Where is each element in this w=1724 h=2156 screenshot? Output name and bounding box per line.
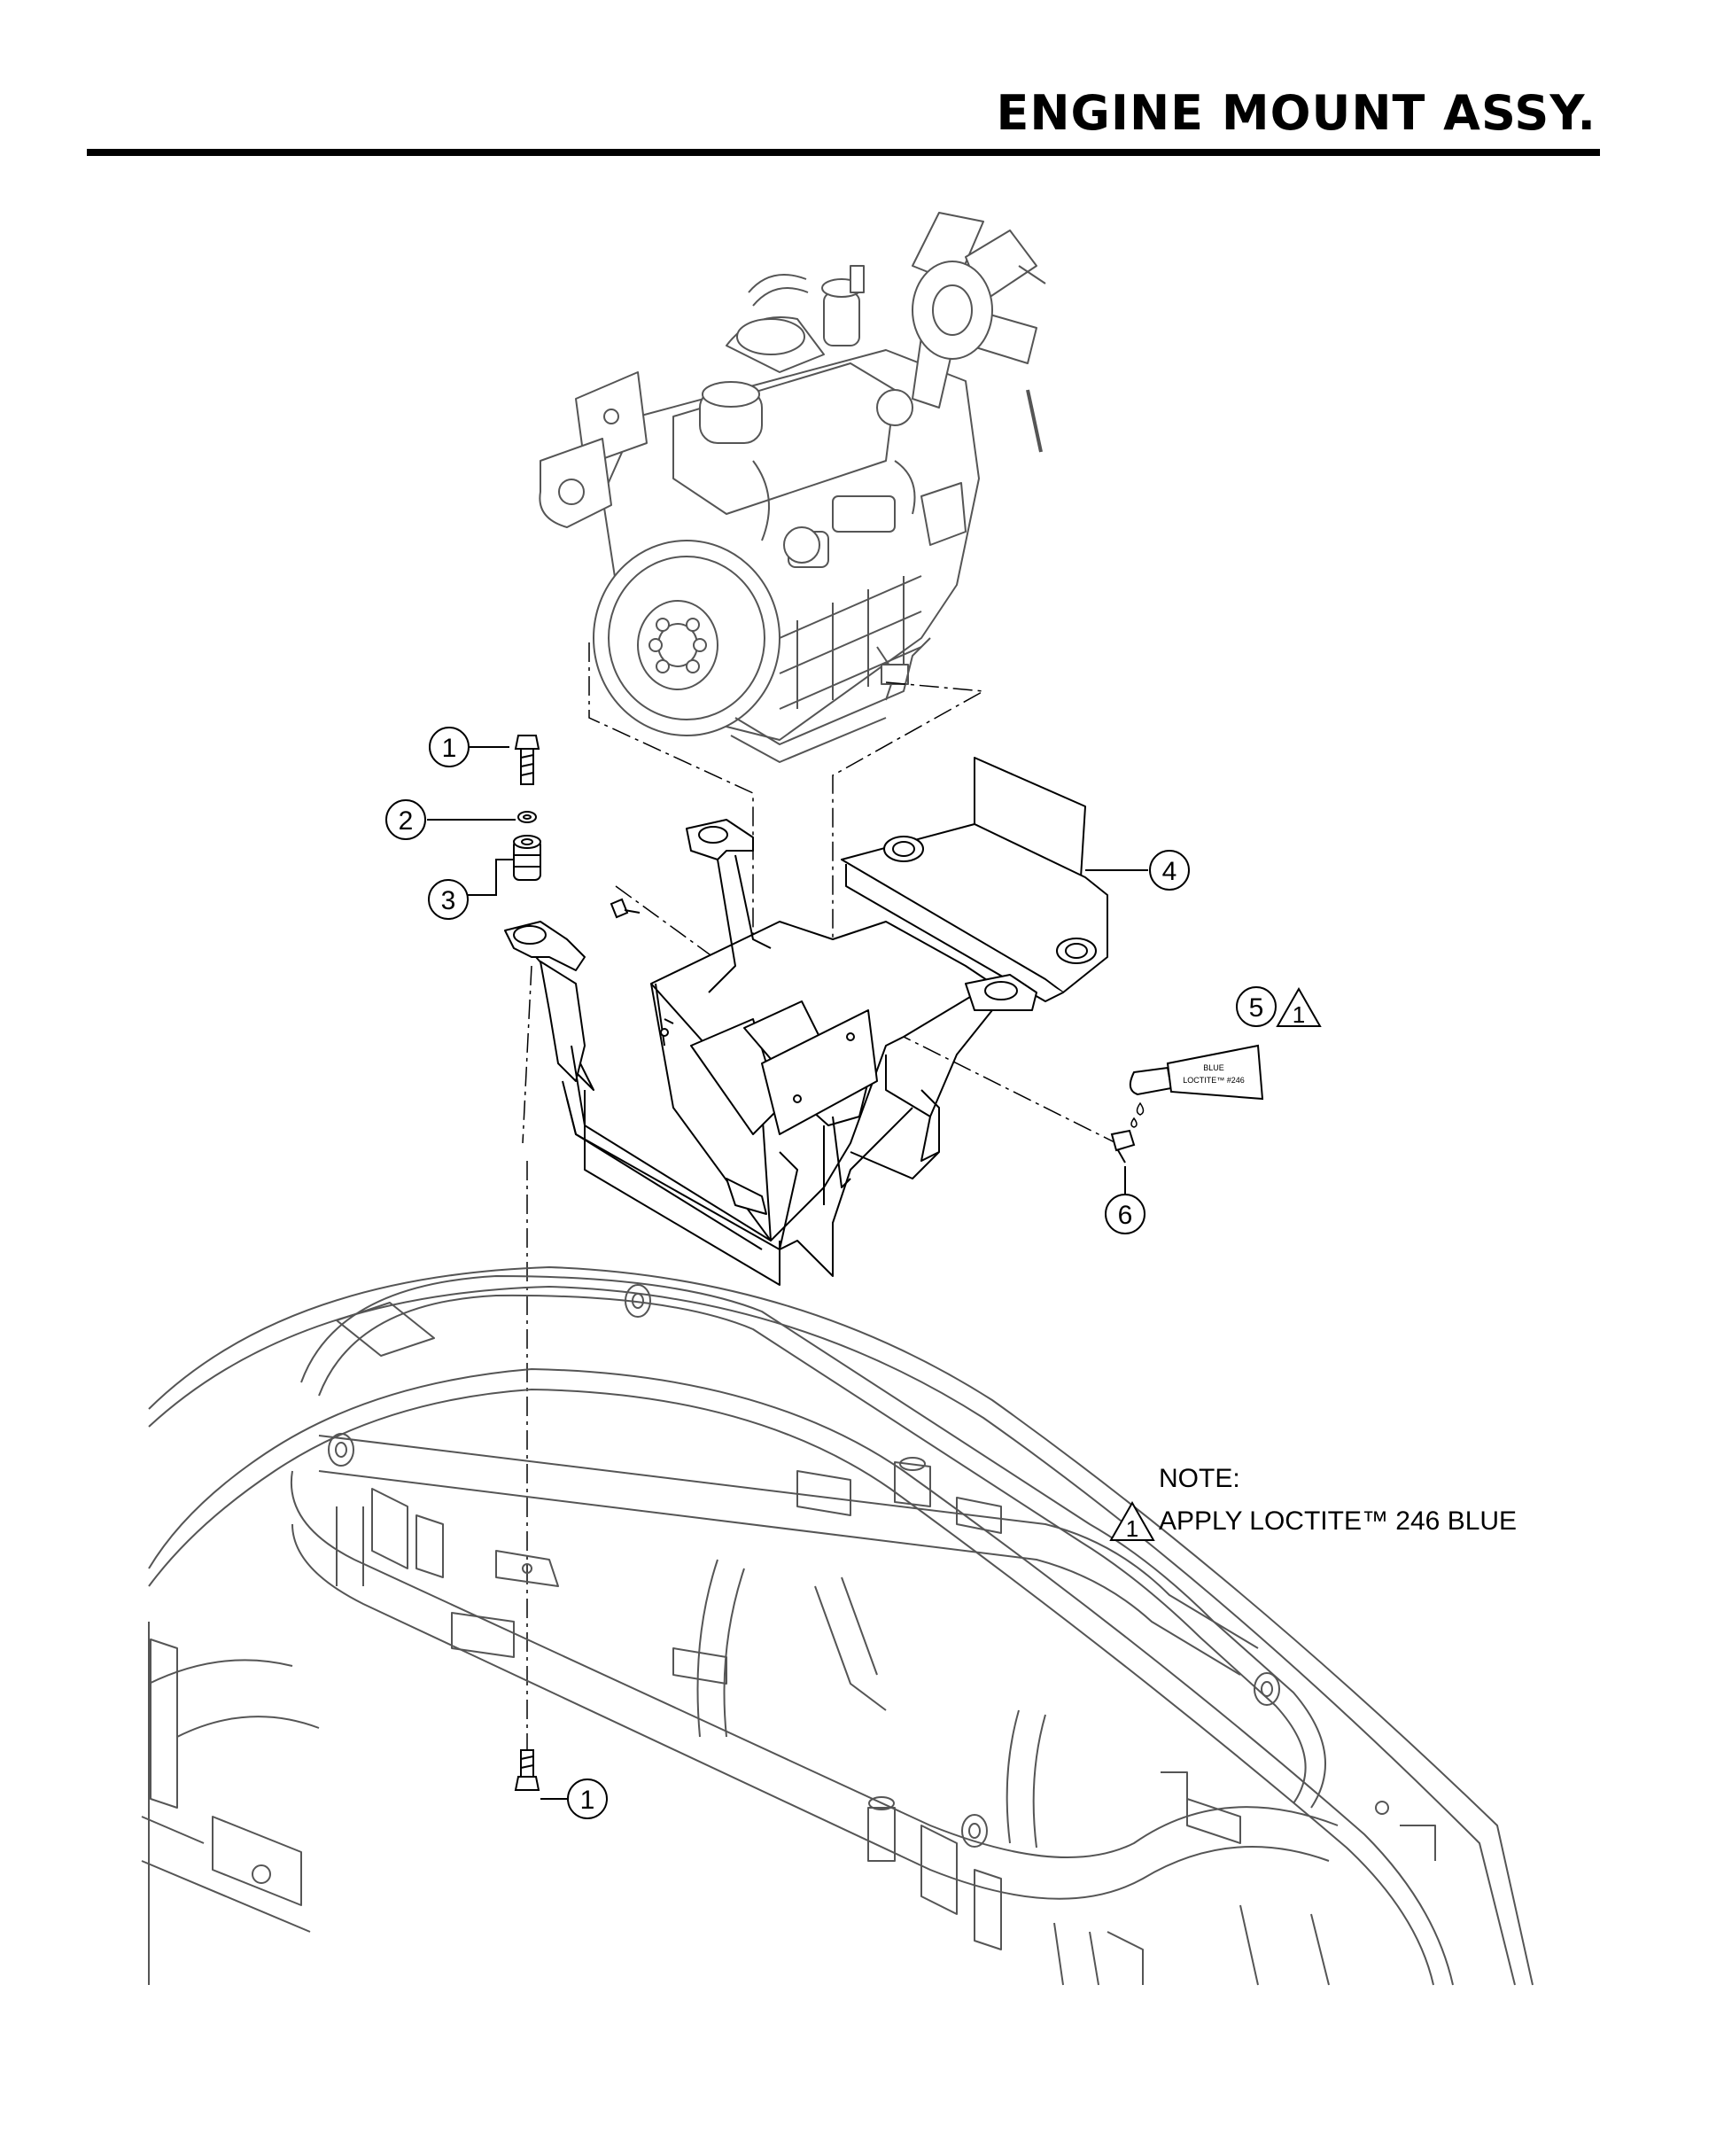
callout-3: 3: [428, 879, 469, 920]
note-text: APPLY LOCTITE™ 246 BLUE: [1159, 1506, 1518, 1536]
flywheel: [593, 540, 780, 736]
callout-1-top: 1: [429, 727, 470, 767]
note-warning-icon: 1: [1109, 1500, 1155, 1542]
callout-6: 6: [1105, 1194, 1145, 1234]
callout-label: 4: [1162, 857, 1177, 886]
tube-label-line1: BLUE: [1203, 1063, 1224, 1072]
engine-illustration: [539, 212, 1046, 763]
callout-label: 1: [442, 734, 457, 763]
note-title: NOTE:: [1159, 1464, 1240, 1493]
callout-leaders: [427, 746, 1148, 1800]
title-rule: [87, 149, 1600, 156]
callout-label: 6: [1118, 1201, 1133, 1230]
callout-1-bottom: 1: [567, 1779, 608, 1819]
callout-label: 5: [1249, 993, 1264, 1023]
callout-4: 4: [1149, 850, 1190, 891]
engine-mount-bracket: [504, 757, 1108, 1286]
callout-label: 1: [580, 1786, 595, 1815]
warning-number: 1: [1293, 1001, 1305, 1028]
callout-label: 2: [399, 806, 414, 836]
callout-label: 3: [441, 886, 456, 915]
callout-2: 2: [385, 799, 426, 840]
page-title: ENGINE MOUNT ASSY.: [996, 85, 1596, 141]
warning-triangle-icon: 1: [1276, 986, 1322, 1028]
bolt-hardware: [513, 735, 1136, 1791]
loctite-tube: BLUE LOCTITE™ #246: [1129, 1044, 1264, 1128]
fan-blades: [912, 212, 1046, 453]
tube-label-line2: LOCTITE™ #246: [1183, 1076, 1245, 1085]
callout-5: 5: [1236, 986, 1277, 1027]
note-symbol-number: 1: [1126, 1515, 1138, 1542]
chassis-frame: [141, 1266, 1534, 1986]
